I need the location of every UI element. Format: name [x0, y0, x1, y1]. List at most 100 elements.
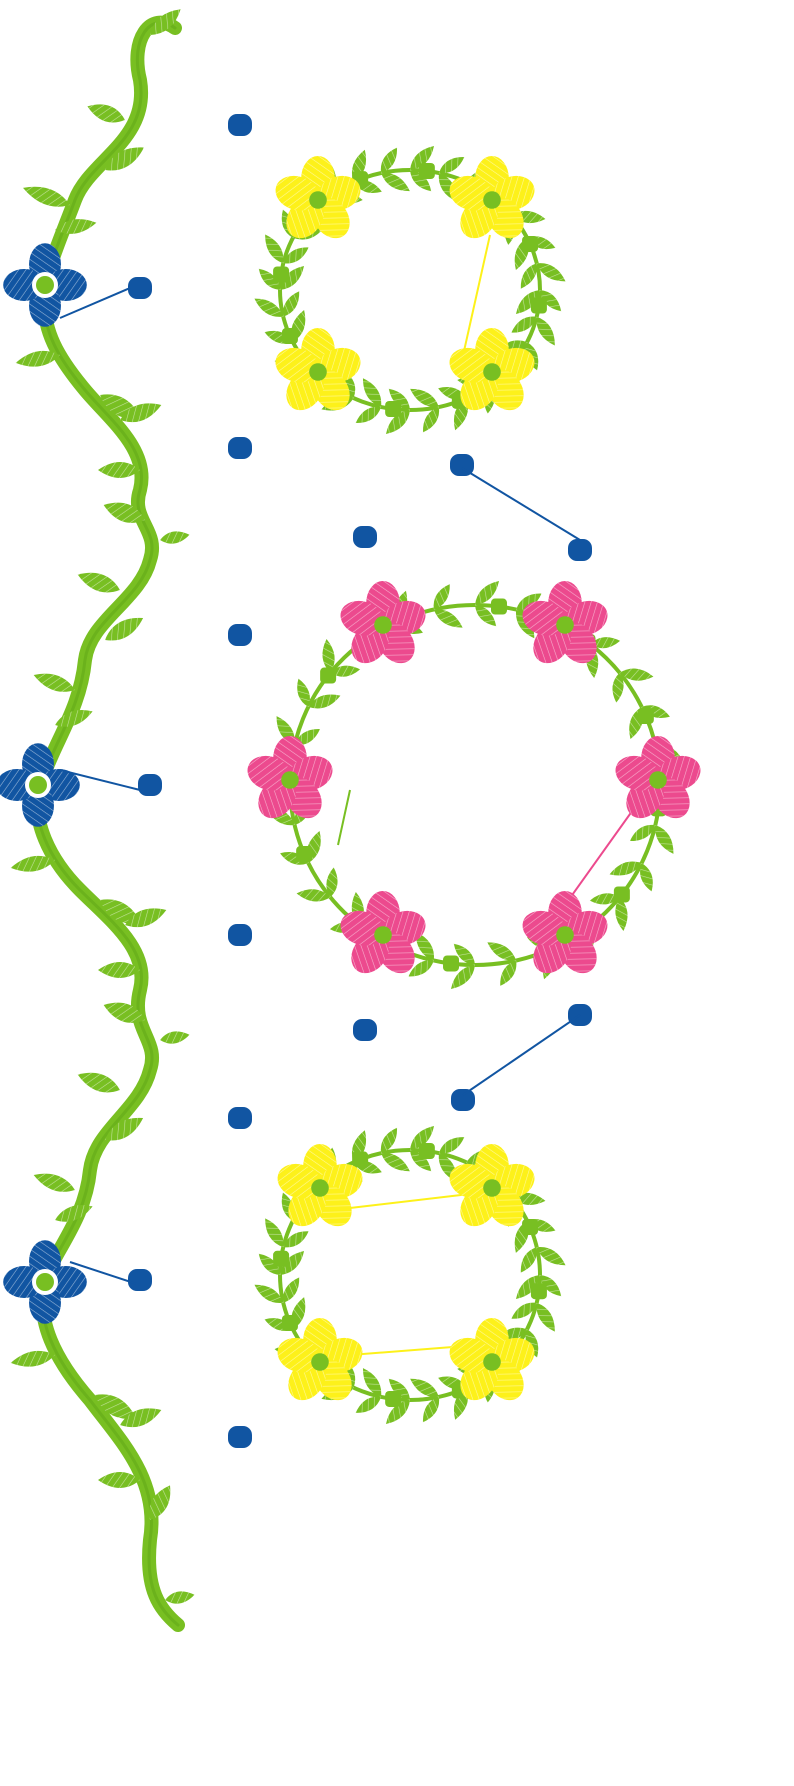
wreath-knot: [296, 846, 313, 863]
leaf: [520, 1247, 537, 1273]
leaf: [381, 172, 410, 192]
leaf: [609, 861, 642, 876]
leaf: [629, 824, 656, 842]
blue-flower-center: [29, 776, 47, 794]
leaf: [410, 1378, 439, 1398]
wreath-flower: [449, 1144, 535, 1227]
leaf: [87, 104, 125, 123]
leaf: [515, 290, 540, 315]
wreath-knot: [530, 1283, 547, 1300]
leaf: [511, 1302, 537, 1319]
wreath-flower: [449, 1318, 535, 1401]
leaf: [408, 960, 434, 977]
wreath-knot: [490, 598, 507, 615]
stitch-dot: [128, 1269, 152, 1291]
leaf: [55, 219, 97, 234]
petal: [449, 175, 493, 211]
leaf: [520, 263, 537, 289]
leaf: [511, 316, 537, 333]
stitch-dots: [59, 114, 641, 1448]
leaf: [438, 157, 465, 174]
jump-thread: [337, 789, 351, 846]
leaf: [475, 580, 500, 605]
wreath-flower: [275, 156, 361, 239]
leaf: [55, 1205, 93, 1222]
wreath-flower: [247, 736, 333, 819]
leaf: [55, 710, 93, 727]
leaf: [254, 1284, 284, 1303]
petal: [277, 1337, 321, 1373]
petal: [449, 347, 493, 383]
leaf: [536, 263, 566, 282]
flower-center: [281, 771, 299, 789]
leaf: [362, 1368, 382, 1397]
petal: [275, 347, 319, 383]
flower-center: [311, 1179, 329, 1197]
wreath-flower: [449, 156, 535, 239]
leaf: [590, 637, 621, 649]
flower-center: [483, 191, 501, 209]
wreath-knot: [613, 886, 630, 903]
leaf: [254, 298, 284, 317]
petal: [277, 1163, 321, 1199]
wreath-knot: [418, 163, 435, 180]
petal: [615, 755, 659, 791]
wreath-knot: [273, 1250, 290, 1267]
leaf: [410, 388, 439, 408]
wreath-flower: [522, 581, 608, 664]
leaf: [120, 403, 162, 423]
wreath-knot: [281, 328, 298, 345]
stitch-dot: [451, 1089, 475, 1111]
wreath-knot: [385, 1390, 402, 1407]
leaf: [98, 462, 140, 478]
jump-thread: [461, 234, 491, 361]
petal: [275, 175, 319, 211]
wreath-knot: [281, 1314, 298, 1331]
leaf: [422, 406, 440, 433]
jump-thread: [69, 1261, 141, 1286]
leaf: [308, 694, 341, 709]
leaf: [280, 265, 305, 290]
leaf: [536, 316, 555, 346]
wreath-flower: [340, 581, 426, 664]
stitch-dot: [353, 1019, 377, 1041]
petal: [3, 1266, 45, 1298]
leaf: [536, 1302, 555, 1332]
leaf: [294, 728, 321, 746]
stitch-dot: [228, 1426, 252, 1448]
leaf: [77, 1072, 120, 1093]
flower-center: [374, 926, 392, 944]
leaf: [120, 1408, 162, 1428]
wreath-flower: [340, 891, 426, 974]
leaf: [283, 1277, 300, 1303]
wreath-knot: [530, 297, 547, 314]
leaf: [536, 1247, 566, 1266]
stitch-dot: [568, 539, 592, 561]
leaf: [453, 943, 475, 965]
leaf: [525, 1329, 539, 1358]
wreath-knot: [443, 955, 460, 972]
leaf: [388, 1378, 410, 1400]
petal: [522, 600, 566, 636]
leaf: [105, 1117, 144, 1141]
wreath-knot: [320, 667, 337, 684]
petal: [3, 269, 45, 301]
petal: [340, 910, 384, 946]
leaf: [280, 1250, 305, 1275]
leaf: [265, 1218, 284, 1248]
leaf: [283, 291, 300, 317]
flower-center: [649, 771, 667, 789]
blue-flower-center: [36, 1273, 54, 1291]
leaf: [415, 931, 434, 961]
stitch-dot: [138, 774, 162, 796]
wreath-flower: [277, 1318, 363, 1401]
leaf: [265, 234, 284, 264]
petal: [340, 600, 384, 636]
leaf: [433, 609, 463, 628]
leaf: [438, 1137, 465, 1154]
jump-thread: [462, 1014, 581, 1096]
flower-center: [309, 191, 327, 209]
leaf: [10, 855, 55, 872]
leaf: [410, 170, 432, 192]
